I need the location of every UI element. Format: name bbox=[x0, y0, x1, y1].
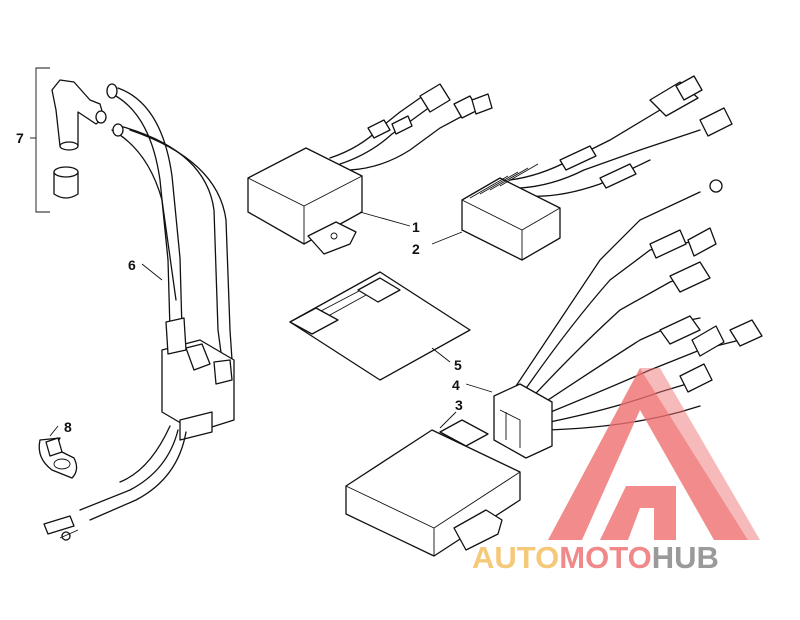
watermark-text-auto: AUTO bbox=[472, 540, 559, 575]
watermark-text-hub: HUB bbox=[652, 540, 719, 575]
callout-2: 2 bbox=[412, 241, 420, 257]
callout-8: 8 bbox=[64, 419, 72, 435]
watermark-text-moto: MOTO bbox=[559, 540, 651, 575]
callout-7: 7 bbox=[16, 130, 24, 146]
part-8-clip bbox=[38, 437, 78, 479]
part-7-plug-cap-group bbox=[30, 67, 107, 213]
part-2-regulator-group bbox=[461, 75, 733, 261]
part-6-ignition-coil-group bbox=[43, 83, 235, 541]
svg-text:AUTOMOTOHUB: AUTOMOTOHUB bbox=[472, 540, 719, 575]
watermark-text: AUTOMOTOHUB bbox=[472, 540, 719, 575]
callout-5: 5 bbox=[454, 357, 462, 373]
callout-4: 4 bbox=[452, 377, 460, 393]
callout-6: 6 bbox=[128, 257, 136, 273]
part-5-pad bbox=[289, 271, 471, 381]
part-1-module-group bbox=[247, 83, 493, 255]
callout-3: 3 bbox=[455, 397, 463, 413]
callout-1: 1 bbox=[412, 219, 420, 235]
watermark-logo bbox=[548, 368, 760, 540]
part-3-module-box bbox=[345, 419, 521, 557]
watermark-triangle-mark bbox=[548, 368, 748, 540]
